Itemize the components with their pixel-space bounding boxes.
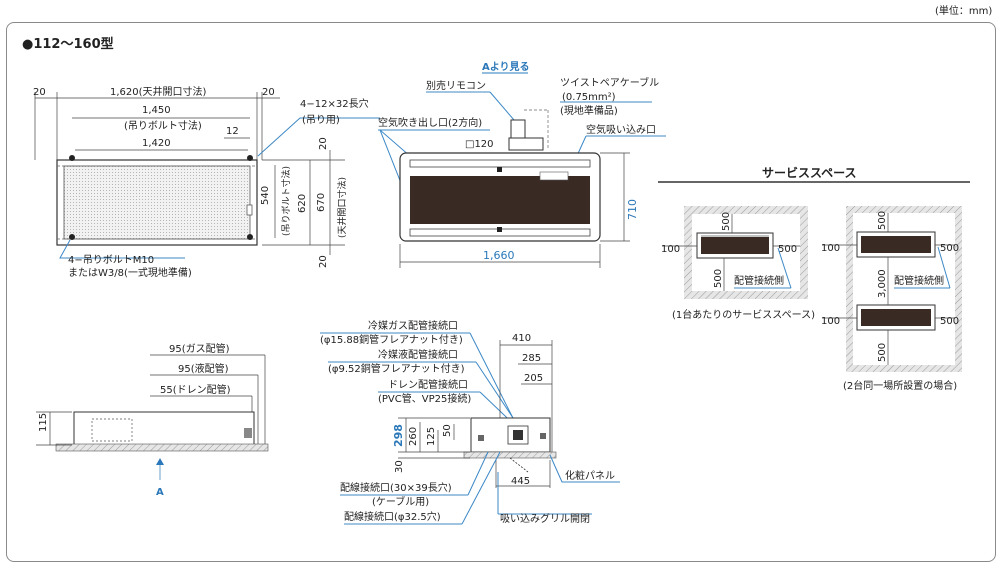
dim-120: □120 <box>465 139 494 150</box>
slot-label: 4−12×32長穴 <box>300 97 369 110</box>
liquid-port-label: 冷媒液配管接続口 <box>378 348 458 361</box>
view-arrow-a: A <box>156 487 164 498</box>
single-top: 500 <box>721 212 732 231</box>
dim-620: 620 <box>297 194 308 213</box>
detail-view: 冷媒ガス配管接続口 (φ15.88銅管フレアナット付き) 冷媒液配管接続口 (φ… <box>320 319 620 525</box>
dim-445: 445 <box>511 476 530 487</box>
dim-1420: 1,420 <box>142 138 171 149</box>
double-left2: 100 <box>821 316 840 327</box>
page-title: ●112〜160型 <box>22 36 114 52</box>
liquid-pipe-dim: 95(液配管) <box>178 362 229 375</box>
remote-label: 別売リモコン <box>426 79 486 92</box>
service-space: サービススペース 500 100 500 500 配管接続側 (1台あたりのサー… <box>658 165 970 392</box>
drawing-frame <box>6 22 996 562</box>
double-right2: 500 <box>940 316 959 327</box>
dim-50: 50 <box>442 424 453 437</box>
view-a-label: Aより見る <box>482 61 530 73</box>
grille-label: 吸い込みグリル開閉 <box>500 512 590 525</box>
service-space-title: サービススペース <box>762 165 857 180</box>
single-bottom: 500 <box>713 269 724 288</box>
single-pipe-side: 配管接続側 <box>734 274 784 287</box>
dim-20-left: 20 <box>33 87 46 98</box>
front-view: Aより見る 別売リモコン ツイストペアケーブル (0.75mm²) (現地準備品… <box>378 61 666 268</box>
dim-20-top: 20 <box>318 137 329 150</box>
dim-1450-sub: (吊りボルト寸法) <box>124 119 202 132</box>
dim-205: 205 <box>524 373 543 384</box>
gas-port-sub: (φ15.88銅管フレアナット付き) <box>320 333 463 346</box>
dim-540: 540 <box>260 186 271 205</box>
unit-label: (単位：mm) <box>935 4 992 17</box>
double-middle: 3,000 <box>877 269 888 298</box>
single-caption: (1台あたりのサービススペース) <box>672 308 815 321</box>
dim-12: 12 <box>226 126 239 137</box>
dim-115: 115 <box>38 413 49 432</box>
cable-sub: (現地準備品) <box>560 104 618 117</box>
double-bottom: 500 <box>877 343 888 362</box>
side-view: 95(ガス配管) 95(液配管) 55(ドレン配管) 115 A <box>36 342 269 498</box>
single-left: 100 <box>661 244 680 255</box>
outlet-label: 空気吹き出し口(2方向) <box>378 116 482 129</box>
dim-540-sub: (吊りボルト寸法) <box>280 166 292 236</box>
dim-20-right: 20 <box>262 87 275 98</box>
dim-1660: 1,660 <box>483 249 515 262</box>
wire-port-label: 配線接続口(30×39長穴) <box>340 481 452 494</box>
dim-670: 670 <box>316 193 327 212</box>
drain-port-sub: (PVC管、VP25接続) <box>378 392 471 405</box>
double-pipe-side: 配管接続側 <box>894 274 944 287</box>
dim-30: 30 <box>394 460 405 473</box>
bolt-label: 4−吊りボルトM10 <box>68 254 154 266</box>
dim-410: 410 <box>512 333 531 344</box>
drain-pipe-dim: 55(ドレン配管) <box>160 383 231 396</box>
dim-20-bottom: 20 <box>318 255 329 268</box>
single-right: 500 <box>778 244 797 255</box>
drain-port-label: ドレン配管接続口 <box>388 378 468 391</box>
double-left1: 100 <box>821 243 840 254</box>
wire-port-sub: (ケーブル用) <box>372 495 429 508</box>
double-right1: 500 <box>940 243 959 254</box>
bolt-sub: またはW3/8(一式現地準備) <box>68 266 192 279</box>
double-caption: (2台同一場所設置の場合) <box>843 379 957 392</box>
cable-label: ツイストペアケーブル <box>560 76 659 89</box>
gas-pipe-dim: 95(ガス配管) <box>169 342 230 355</box>
double-top: 500 <box>877 211 888 230</box>
liquid-port-sub: (φ9.52銅管フレアナット付き) <box>328 362 465 375</box>
dim-670-sub: (天井開口寸法) <box>336 177 348 238</box>
dim-125: 125 <box>426 427 437 446</box>
top-view: 20 1,620(天井開口寸法) 20 1,450 (吊りボルト寸法) 12 1… <box>33 85 380 279</box>
panel-label: 化粧パネル <box>565 469 615 482</box>
gas-port-label: 冷媒ガス配管接続口 <box>368 319 458 332</box>
dim-1620: 1,620(天井開口寸法) <box>110 85 207 98</box>
inlet-label: 空気吸い込み口 <box>586 123 656 136</box>
slot-sub: (吊り用) <box>302 114 340 126</box>
dim-1450: 1,450 <box>142 105 171 116</box>
wire-port2-label: 配線接続口(φ32.5穴) <box>344 510 441 523</box>
dim-710: 710 <box>626 199 639 220</box>
dim-260: 260 <box>408 427 419 446</box>
dim-298: 298 <box>392 424 405 447</box>
dim-285: 285 <box>522 353 541 364</box>
cable-size: (0.75mm²) <box>562 92 616 103</box>
